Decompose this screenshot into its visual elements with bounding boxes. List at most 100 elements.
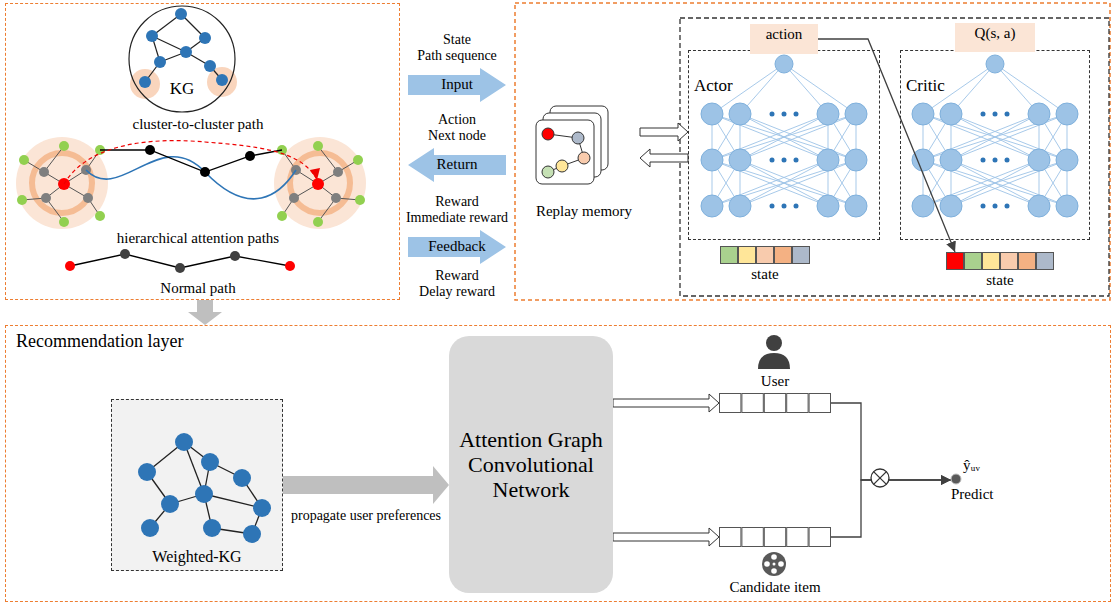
ellipsis-dot (770, 158, 775, 163)
user-icon (758, 353, 790, 369)
cluster-illustration (64, 141, 316, 184)
normal-path (285, 261, 295, 271)
cluster-illustration (274, 137, 366, 229)
state-cell (757, 247, 774, 264)
ellipsis-dot (794, 112, 799, 117)
cluster-illustration (59, 141, 69, 151)
state-cell (764, 394, 785, 413)
state-cell (1019, 253, 1036, 270)
state-cell (1037, 253, 1054, 270)
connector (640, 123, 688, 141)
cluster-illustration (41, 193, 51, 203)
weighted-kg-box-text: Weighted-KG (112, 548, 282, 566)
kg-graph (154, 56, 166, 68)
state-cell (721, 247, 738, 264)
replay-memory: Replay memory (528, 105, 640, 222)
ellipsis-dot (770, 112, 775, 117)
node-shape (719, 393, 831, 413)
cluster-illustration (32, 153, 92, 213)
node-shape (112, 400, 284, 572)
network-link (951, 160, 1067, 206)
network-neuron (775, 55, 793, 73)
cluster-illustration (19, 155, 29, 165)
state-cell (775, 247, 792, 264)
cluster-illustration (39, 167, 49, 177)
replay-memory-icon (572, 132, 584, 144)
state-cell (793, 247, 810, 264)
neural-network (701, 55, 1078, 217)
network-link (712, 114, 828, 160)
cluster-illustration (282, 146, 360, 222)
kg-graph (130, 69, 160, 99)
state-cell (720, 528, 741, 547)
network-neuron (1028, 195, 1050, 217)
graph-node (233, 469, 251, 487)
ellipsis-dot (794, 158, 799, 163)
cluster-illustration (274, 137, 366, 229)
network-neuron (1028, 103, 1050, 125)
item-vector: Candidate item (719, 527, 831, 547)
network-neuron (845, 103, 867, 125)
connector (818, 39, 955, 252)
item-icon (762, 552, 786, 576)
item-icon (764, 561, 770, 567)
item-icon (771, 554, 777, 560)
cluster-illustration (16, 137, 108, 229)
ellipsis-dot (782, 112, 787, 117)
state-action-vector-text: state (946, 272, 1054, 289)
ellipsis-dot (770, 204, 775, 209)
ellipsis-dot (782, 158, 787, 163)
state-cell (787, 394, 808, 413)
item-icon (762, 552, 786, 576)
state-cell (1001, 253, 1018, 270)
cluster-illustration (17, 195, 27, 205)
feedback-arrow-text: Delay reward (402, 284, 512, 300)
feedback-arrow-text: Immediate reward (402, 210, 512, 226)
kg-circle-text: KG (128, 79, 236, 99)
user-icon (766, 335, 782, 351)
state-cell (809, 528, 830, 547)
cluster-illustration (39, 165, 93, 203)
replay-memory-text: Replay memory (528, 203, 640, 220)
replay-memory-icon (542, 128, 554, 140)
edge-label: propagate user preferences (289, 508, 443, 524)
network-link (712, 160, 828, 206)
replay-memory-icon (536, 120, 594, 184)
state-cell (965, 253, 982, 270)
graph-node (253, 499, 271, 517)
ellipsis-dot (993, 204, 998, 209)
state-cell (983, 253, 1000, 270)
kg-graph (216, 74, 228, 86)
feedback-arrow-text: Feedback (402, 238, 512, 255)
cluster-illustration (17, 141, 105, 227)
prediction-text: Predict (951, 486, 994, 503)
cluster-illustration (313, 141, 323, 151)
cluster-illustration (245, 151, 255, 161)
network-link (740, 114, 856, 160)
return-arrow-text: Return (402, 156, 512, 173)
graph-node (243, 525, 261, 543)
connector (188, 300, 222, 325)
q-value-box-text: Q(s, a) (955, 25, 1035, 42)
panel-frame (515, 3, 1110, 300)
user-icon (758, 335, 790, 369)
ellipsis-dot (794, 204, 799, 209)
actor-network: Actor (688, 50, 880, 240)
cluster-illustration (16, 137, 366, 229)
network-link (951, 160, 1067, 206)
network-neuron (1056, 103, 1078, 125)
agcn-box: Attention Graph Convolutional Network (449, 336, 613, 593)
cluster-illustration (333, 167, 343, 177)
state-cell (947, 253, 964, 270)
item-vector-text: Candidate item (699, 579, 851, 596)
network-neuron (940, 103, 962, 125)
return-arrow-text: Next node (402, 128, 512, 144)
network-link (740, 160, 856, 206)
kg-circle: KG (128, 5, 236, 113)
input-arrow-text: Input (402, 76, 512, 93)
kg-graph (139, 8, 228, 88)
user-vector-text: User (719, 373, 831, 390)
state-cell (809, 394, 830, 413)
input-arrow: StatePath sequenceInput (402, 32, 512, 104)
network-link (951, 114, 1067, 160)
